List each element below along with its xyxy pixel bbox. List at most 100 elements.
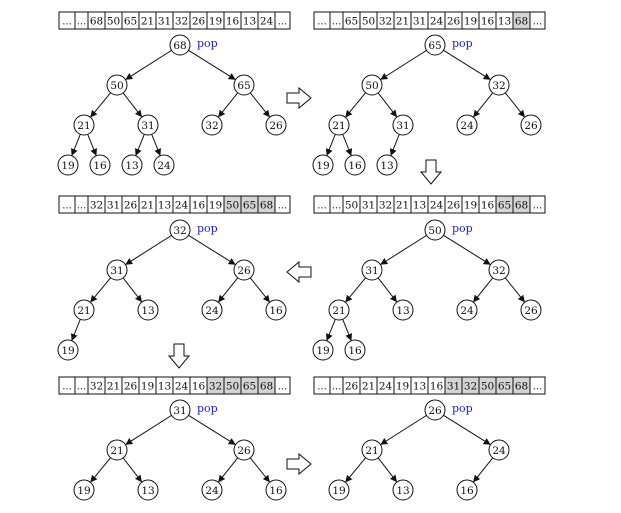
array-cell-label: 65 <box>498 200 511 212</box>
node-label: 68 <box>173 40 186 52</box>
step-arrow-right <box>286 86 312 110</box>
node-circle <box>137 114 159 136</box>
node-circle <box>57 339 79 361</box>
node-circle <box>153 154 175 176</box>
node-circle <box>201 299 223 321</box>
tree-node: 50 <box>361 74 383 96</box>
array-cell-label: 24 <box>260 16 274 28</box>
array-cell-label: 26 <box>124 200 138 212</box>
tree-node: 13 <box>137 479 159 501</box>
pop-label: pop <box>197 37 218 50</box>
tree-node: 21 <box>328 114 350 136</box>
node-circle <box>201 479 223 501</box>
tree-node: 26 <box>520 299 542 321</box>
tree-node: 21 <box>328 299 350 321</box>
tree-root-node: 68 <box>169 34 191 56</box>
node-label: 13 <box>380 160 393 172</box>
node-label: 19 <box>61 345 74 357</box>
tree-edge <box>380 49 427 80</box>
tree-node: 31 <box>392 114 414 136</box>
tree-node: 31 <box>361 259 383 281</box>
array-cell-label: ... <box>62 382 72 393</box>
array-cell-label: 13 <box>413 200 426 212</box>
tree-edge <box>125 234 172 265</box>
node-label: 50 <box>110 80 123 92</box>
tree-edge <box>504 277 525 303</box>
node-circle <box>424 219 446 241</box>
node-label: 21 <box>110 445 123 457</box>
array-cell-label: ... <box>533 201 543 212</box>
node-label: 19 <box>77 485 90 497</box>
array-cell-label: 50 <box>481 381 494 393</box>
node-label: 21 <box>332 305 345 317</box>
tree-node: 50 <box>106 74 128 96</box>
node-label: 16 <box>460 485 474 497</box>
node-circle <box>488 74 510 96</box>
node-label: 13 <box>141 485 154 497</box>
tree-edge <box>389 134 400 156</box>
tree-node: 21 <box>361 439 383 461</box>
node-circle <box>73 479 95 501</box>
array-cell-label: 16 <box>481 200 495 212</box>
node-circle <box>312 339 334 361</box>
step-arrow-down <box>419 159 443 185</box>
node-circle <box>89 154 111 176</box>
tree-edge <box>345 92 367 118</box>
node-label: 13 <box>141 305 154 317</box>
array-cell-label: ... <box>332 382 342 393</box>
tree-edge <box>473 277 494 303</box>
node-circle <box>57 154 79 176</box>
pop-label: pop <box>197 402 218 415</box>
node-circle <box>424 34 446 56</box>
tree-node: 13 <box>376 154 398 176</box>
array-cell-label: 68 <box>515 16 528 28</box>
node-label: 26 <box>524 120 538 132</box>
tree-root-node: 31 <box>169 399 191 421</box>
array-cell-label: 32 <box>464 381 477 393</box>
array-cell-label: ... <box>317 17 327 28</box>
node-label: 50 <box>365 80 378 92</box>
node-circle <box>73 299 95 321</box>
node-circle <box>233 259 255 281</box>
node-circle <box>344 154 366 176</box>
tree-edge <box>134 134 145 156</box>
array-cell-label: 16 <box>226 16 240 28</box>
node-circle <box>392 479 414 501</box>
array-cell-label: 50 <box>226 200 239 212</box>
array-cell <box>529 376 546 395</box>
array-cell-label: ... <box>278 382 288 393</box>
array-cell-label: 21 <box>362 381 375 393</box>
node-label: 19 <box>332 485 345 497</box>
array-cell-label: 31 <box>107 200 120 212</box>
array-cell-label: 65 <box>498 381 511 393</box>
array-cell-label: 13 <box>413 381 426 393</box>
node-label: 13 <box>125 160 138 172</box>
tree-edge <box>122 92 142 118</box>
array-cell-label: 32 <box>175 16 188 28</box>
array-cell <box>529 195 546 214</box>
pop-label: pop <box>452 37 473 50</box>
node-label: 26 <box>237 445 251 457</box>
array-cell-label: ... <box>317 201 327 212</box>
tree-node: 13 <box>121 154 143 176</box>
tree-edge <box>443 49 491 80</box>
tree-edge <box>342 134 353 156</box>
node-circle <box>376 154 398 176</box>
tree-root-node: 32 <box>169 219 191 241</box>
tree-node: 24 <box>153 154 175 176</box>
node-label: 13 <box>396 305 409 317</box>
node-circle <box>424 399 446 421</box>
tree-node: 16 <box>344 339 366 361</box>
array-cell-label: 13 <box>158 381 171 393</box>
node-circle <box>392 114 414 136</box>
node-circle <box>73 114 95 136</box>
tree-edge <box>87 134 98 156</box>
array-cell-label: 50 <box>226 381 239 393</box>
node-label: 31 <box>365 265 378 277</box>
node-label: 24 <box>205 305 219 317</box>
node-label: 16 <box>348 345 362 357</box>
